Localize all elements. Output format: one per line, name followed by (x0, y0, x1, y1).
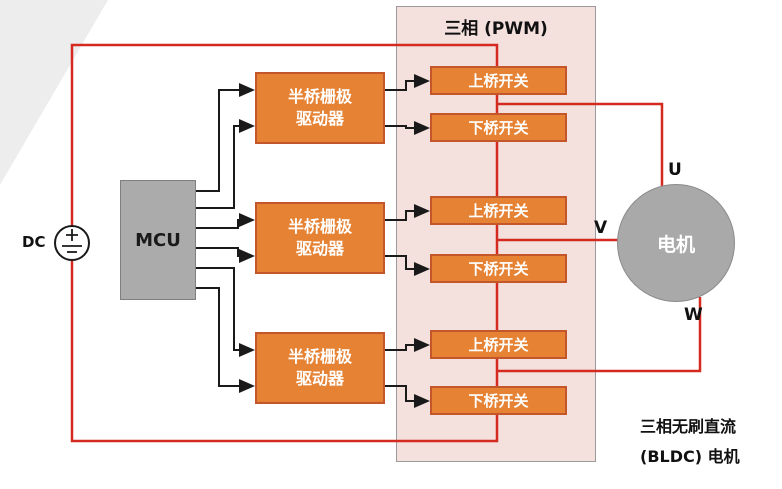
phase-v-label: V (594, 218, 608, 238)
mcu-signal-wire (196, 213, 255, 229)
motor-block: 电机 (617, 184, 735, 302)
low-side-switch-u: 下桥开关 (430, 113, 567, 142)
mcu-signal-wire (196, 267, 255, 357)
mcu-to-driver-signals (196, 83, 255, 393)
mcu-signal-wire (196, 247, 255, 263)
high-side-switch-v: 上桥开关 (430, 196, 567, 225)
gate-signal-wire (385, 255, 430, 276)
pwm-region-title: 三相 (PWM) (444, 19, 548, 39)
gate-signal-wire (385, 385, 430, 408)
high-side-switch-u: 上桥开关 (430, 66, 567, 95)
phase-w-wire (497, 297, 702, 373)
mcu-block: MCU (120, 180, 196, 300)
phase-w-label: W (684, 305, 703, 325)
mcu-signal-wire (196, 119, 255, 209)
dc-label: DC (22, 233, 46, 251)
mcu-signal-wire (196, 287, 255, 393)
dc-source-symbol (54, 225, 90, 261)
corner-decoration (0, 0, 108, 185)
gate-driver-1: 半桥栅极 驱动器 (255, 72, 385, 144)
gate-signal-wire (385, 338, 430, 352)
mcu-signal-wire (196, 83, 255, 192)
phase-u-label: U (668, 160, 682, 180)
gate-signal-wire (385, 121, 430, 135)
gate-signal-wire (385, 204, 430, 221)
gate-driver-3: 半桥栅极 驱动器 (255, 332, 385, 404)
bldc-motor-caption: 三相无刷直流 (BLDC) 电机 (640, 417, 740, 466)
phase-u-wire (497, 102, 664, 186)
dc-bus-wire (70, 43, 499, 443)
gate-signal-wire (385, 74, 430, 91)
high-side-switch-w: 上桥开关 (430, 330, 567, 359)
gate-driver-2: 半桥栅极 驱动器 (255, 202, 385, 274)
low-side-switch-v: 下桥开关 (430, 254, 567, 283)
low-side-switch-w: 下桥开关 (430, 386, 567, 415)
driver-to-switch-signals (385, 74, 430, 408)
